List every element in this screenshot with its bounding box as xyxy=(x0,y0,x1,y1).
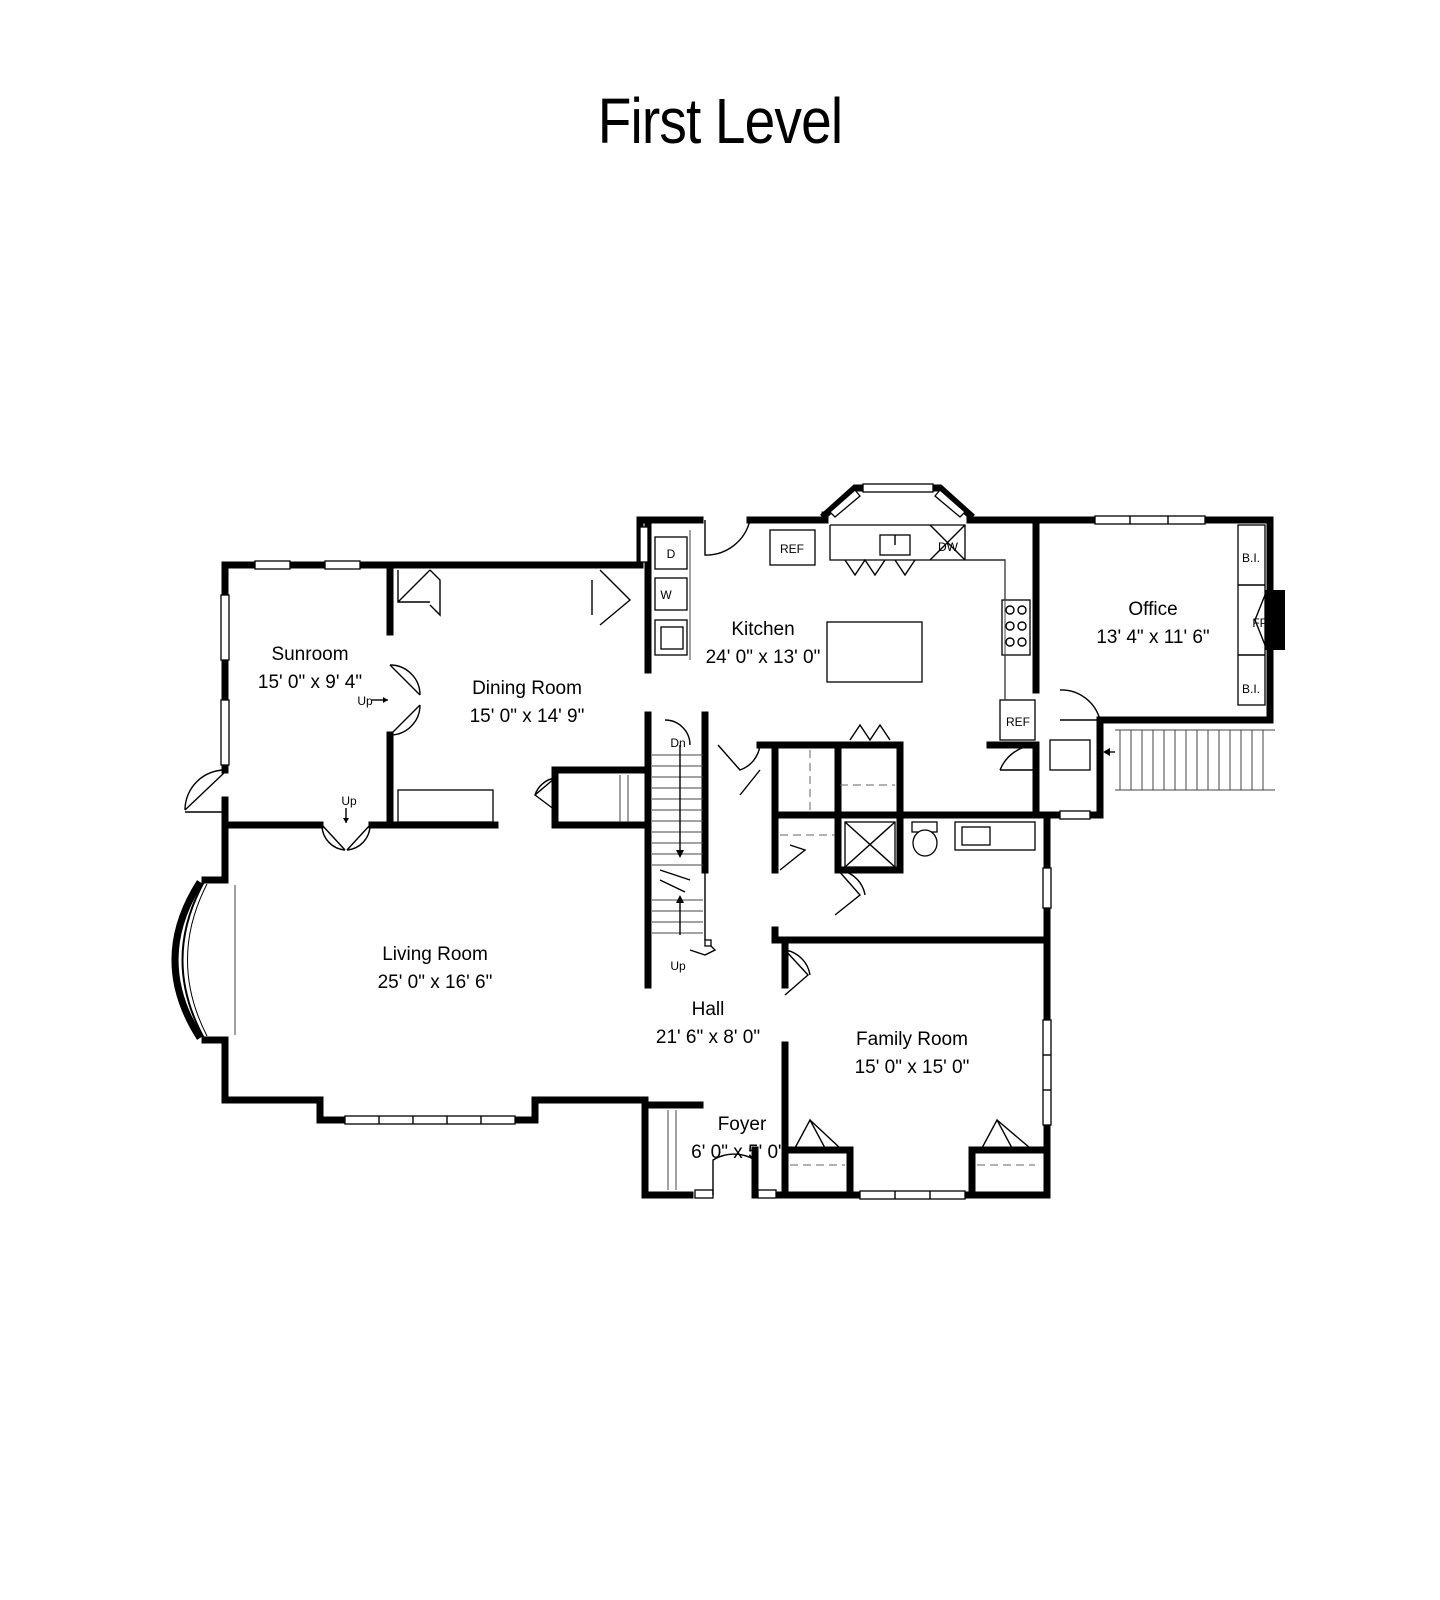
stair-up-label-main: Up xyxy=(670,959,686,973)
room-name-office: Office xyxy=(1128,599,1177,620)
room-name-foyer: Foyer xyxy=(718,1114,767,1135)
ref-label-bottom: REF xyxy=(1006,715,1030,729)
dryer-label: D xyxy=(667,547,676,561)
living-bay-window xyxy=(171,879,236,1041)
room-name-dining: Dining Room xyxy=(472,678,582,699)
floor-title: First Level xyxy=(597,85,843,157)
stair-down-label: Dn xyxy=(670,736,685,750)
room-size-hall: 21' 6" x 8' 0" xyxy=(656,1027,760,1048)
builtin-label-top: B.I. xyxy=(1242,551,1260,565)
room-size-office: 13' 4" x 11' 6" xyxy=(1096,627,1209,648)
room-name-sunroom: Sunroom xyxy=(271,644,348,665)
room-size-family: 15' 0" x 15' 0" xyxy=(855,1057,970,1078)
room-name-kitchen: Kitchen xyxy=(731,619,794,640)
room-size-living: 25' 0" x 16' 6" xyxy=(378,972,493,993)
room-labels: Kitchen 24' 0" x 13' 0" Office 13' 4" x … xyxy=(258,599,1210,1163)
fireplace-label: FP xyxy=(1252,616,1267,630)
room-size-dining: 15' 0" x 14' 9" xyxy=(470,706,585,727)
stair-up-label-sunroom-bottom: Up xyxy=(341,794,357,808)
bath-fixtures xyxy=(780,739,1091,868)
room-size-sunroom: 15' 0" x 9' 4" xyxy=(258,672,362,693)
kitchen-fixtures xyxy=(654,524,1036,741)
washer-label: W xyxy=(660,588,672,602)
dishwasher-label: DW xyxy=(938,540,959,554)
stair-labels: Up Up Dn Up xyxy=(341,694,686,973)
windows xyxy=(220,483,1206,1200)
room-name-living: Living Room xyxy=(382,944,488,965)
doors xyxy=(184,519,1115,1195)
room-name-hall: Hall xyxy=(692,999,725,1020)
staircase xyxy=(652,729,1275,956)
exterior-walls xyxy=(201,484,1285,1199)
stair-up-label-sunroom-side: Up xyxy=(357,694,373,708)
room-size-kitchen: 24' 0" x 13' 0" xyxy=(706,647,821,668)
ref-label-top: REF xyxy=(780,542,804,556)
builtin-label-bottom: B.I. xyxy=(1242,682,1260,696)
room-size-foyer: 6' 0" x 5' 0" xyxy=(691,1142,785,1163)
office-builtins xyxy=(1237,524,1266,706)
room-name-family: Family Room xyxy=(856,1029,968,1050)
fixture-labels: REF REF DW D W B.I. B.I. FP xyxy=(660,540,1267,729)
